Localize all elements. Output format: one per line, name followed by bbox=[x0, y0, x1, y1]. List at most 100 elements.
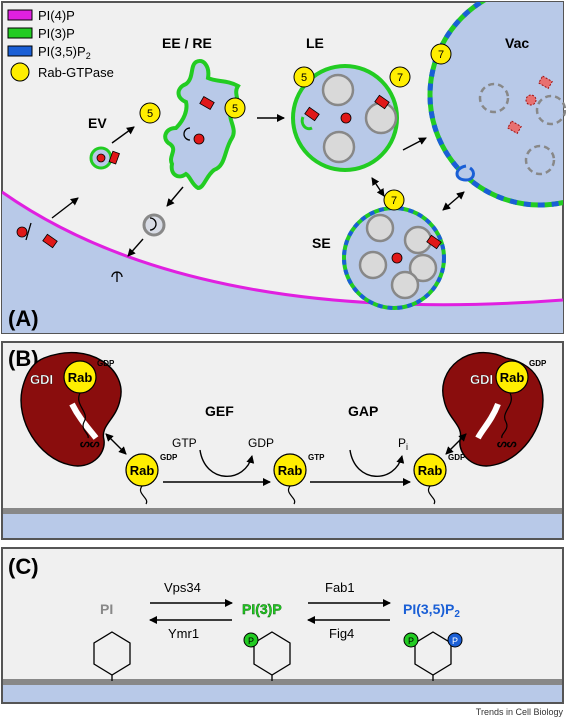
hydrolysis-arrow bbox=[349, 449, 405, 477]
endocytosis-arrow bbox=[51, 197, 79, 219]
ymr1-label: Ymr1 bbox=[168, 626, 199, 641]
rab-number: 7 bbox=[438, 49, 444, 61]
gdi-pocket bbox=[69, 402, 99, 440]
gdi-label-right: GDI bbox=[470, 372, 493, 387]
cargo-icon bbox=[96, 153, 106, 163]
intraluminal-vesicle bbox=[365, 213, 395, 243]
degraded-vesicle bbox=[478, 82, 510, 114]
early-recycling-endosome bbox=[163, 59, 241, 191]
phosphate-icon bbox=[243, 632, 259, 648]
pi3p-label: PI(3)P bbox=[242, 601, 282, 617]
rab-label: Rab bbox=[130, 463, 155, 478]
intraluminal-vesicle bbox=[321, 73, 355, 107]
rab-state: GDP bbox=[97, 359, 115, 368]
cargo-receptor-icon bbox=[374, 94, 390, 110]
pi35p2-label: PI(3,5)P2 bbox=[403, 601, 460, 620]
intraluminal-vesicle bbox=[358, 250, 388, 280]
rab-label: Rab bbox=[418, 463, 443, 478]
label-ee-re: EE / RE bbox=[162, 35, 212, 51]
rab-number: 5 bbox=[147, 108, 153, 120]
gdi-extraction-arrow-right bbox=[445, 433, 467, 455]
rab-gtpase-icon bbox=[495, 360, 529, 394]
rab-gtpase-icon bbox=[293, 66, 315, 88]
rab-gtpase-icon bbox=[10, 62, 30, 82]
fab1-label: Fab1 bbox=[325, 580, 355, 595]
pi-output: Pi bbox=[398, 436, 408, 452]
rab-gtp-membrane: Rab GTP bbox=[273, 453, 325, 505]
cargo-receptor-icon bbox=[108, 150, 120, 165]
rab-gtpase-icon bbox=[139, 102, 161, 124]
phosphate-icon bbox=[403, 632, 419, 648]
rab-state: GTP bbox=[308, 453, 325, 462]
gap-label: GAP bbox=[348, 403, 378, 419]
degraded-vesicle bbox=[524, 144, 556, 176]
legend-label-pi4p: PI(4)P bbox=[38, 8, 75, 23]
cargo-receptor-icon bbox=[42, 233, 58, 249]
rab-gtpase-icon bbox=[224, 97, 246, 119]
rab-number: 7 bbox=[391, 195, 397, 207]
label-ev: EV bbox=[88, 115, 107, 131]
rab-gtpase-icon bbox=[430, 43, 452, 65]
signaling-endosome-pi35p2 bbox=[342, 206, 446, 310]
vps34-label: Vps34 bbox=[164, 580, 201, 595]
legend-label-pi3p: PI(3)P bbox=[38, 26, 75, 41]
rab-number: 7 bbox=[397, 72, 403, 84]
legend-swatch-pi3p bbox=[7, 27, 33, 39]
cargo-receptor-icon bbox=[304, 106, 320, 122]
rab-gdp-membrane-right: Rab GDP bbox=[413, 453, 466, 505]
rab-gtpase-icon bbox=[389, 66, 411, 88]
cargo-receptor-icon bbox=[25, 222, 32, 241]
legend-label-rab: Rab-GTPase bbox=[38, 65, 114, 80]
vacuole-pi35p2 bbox=[427, 2, 563, 208]
intraluminal-vesicle bbox=[403, 225, 433, 255]
membrane-bilayer bbox=[3, 508, 562, 514]
panel-b: (B) GDI Rab GDP ᔕᔕ GDI Rab GDP ᔕᔕ Rab GD… bbox=[1, 341, 564, 540]
rab-gdp-membrane-left: Rab GDP bbox=[125, 453, 178, 505]
cargo-icon bbox=[340, 112, 352, 124]
degraded-cargo bbox=[525, 94, 537, 106]
rab-label: Rab bbox=[500, 370, 525, 385]
gdi-extraction-arrow-left bbox=[105, 433, 127, 455]
pi-label: PI bbox=[100, 601, 113, 617]
cargo-receptor-icon bbox=[149, 217, 157, 231]
membrane-region bbox=[3, 683, 562, 702]
label-le: LE bbox=[306, 35, 324, 51]
degraded-vesicle bbox=[535, 94, 566, 126]
rab-gtpase-icon bbox=[383, 189, 405, 211]
intraluminal-vesicle bbox=[364, 101, 398, 135]
vacuole-budding-vesicle bbox=[455, 164, 475, 182]
fusion-arrow bbox=[111, 126, 135, 144]
label-se: SE bbox=[312, 235, 331, 251]
plasma-membrane-region bbox=[2, 192, 563, 333]
gtp-input: GTP bbox=[172, 436, 197, 450]
degraded-cargo bbox=[537, 75, 553, 90]
cargo-receptor-icon bbox=[111, 271, 123, 282]
transport-vesicle bbox=[142, 213, 166, 237]
lipid-anchor: ᔕᔕ bbox=[80, 438, 100, 450]
cargo-receptor-icon bbox=[199, 95, 215, 111]
vacuole-fusion-arrow bbox=[402, 137, 427, 151]
legend: PI(4)P PI(3)P PI(3,5)P2 Rab-GTPase bbox=[7, 8, 114, 82]
gtp-gdp-exchange-arrow bbox=[199, 449, 255, 477]
panel-c-frame bbox=[1, 547, 564, 704]
rab-state: GDP bbox=[448, 453, 466, 462]
exocytosis-arrow bbox=[127, 238, 144, 257]
rab-state: GDP bbox=[160, 453, 178, 462]
se-vac-exchange-arrow bbox=[442, 191, 465, 211]
legend-swatch-pi4p bbox=[7, 9, 33, 21]
label-vac: Vac bbox=[505, 35, 529, 51]
membrane-anchor-icon bbox=[501, 392, 512, 439]
le-invagination bbox=[300, 116, 313, 131]
rab-state: GDP bbox=[529, 359, 547, 368]
rab-label: Rab bbox=[68, 370, 93, 385]
panel-a-label: (A) bbox=[8, 306, 39, 331]
phosphate-label: P bbox=[248, 636, 254, 646]
phosphate-icon bbox=[447, 632, 463, 648]
lipid-anchor: ᔕᔕ bbox=[497, 438, 517, 450]
le-se-exchange-arrow bbox=[371, 177, 385, 197]
gdi-label-left: GDI bbox=[30, 372, 53, 387]
gdp-output: GDP bbox=[248, 436, 274, 450]
legend-swatch-pi35p2 bbox=[7, 45, 33, 57]
membrane-anchor-icon bbox=[428, 485, 436, 505]
